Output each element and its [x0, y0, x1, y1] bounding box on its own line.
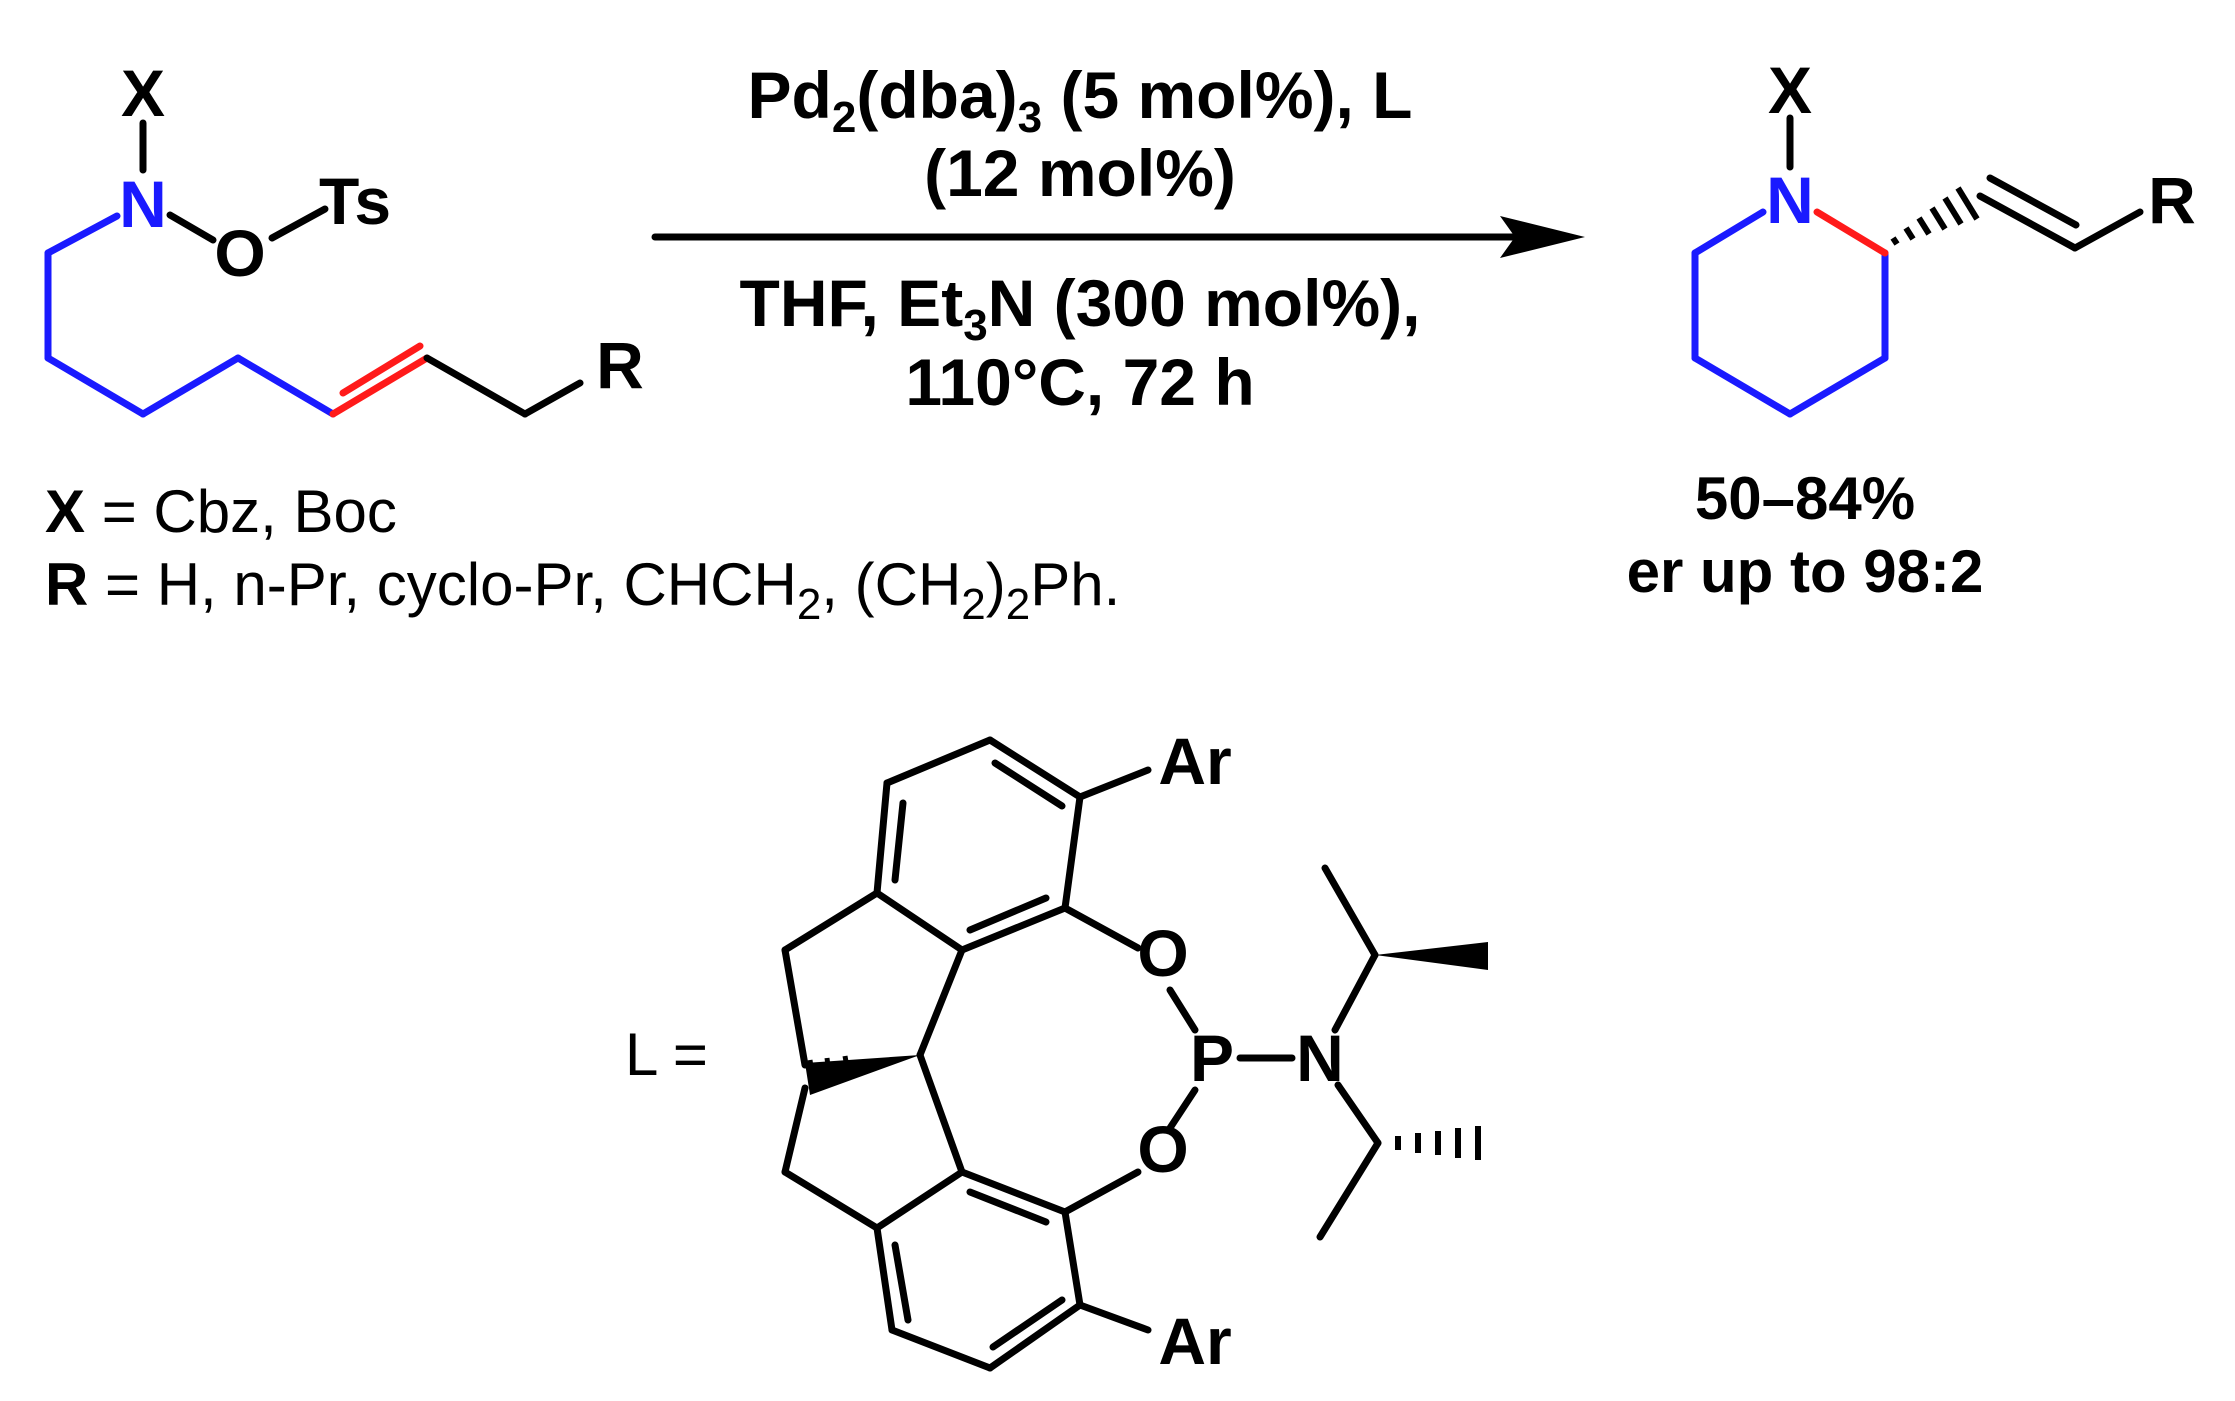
product-r-label: R [2148, 163, 2196, 237]
bold-wedge-bond [805, 1055, 920, 1095]
conditions-line-1: Pd2(dba)3 (5 mol%), L [748, 58, 1413, 142]
hashed-wedge-bond-isopropyl [1395, 1126, 1481, 1160]
ligand-ar-bottom-label: Ar [1158, 1304, 1231, 1378]
ligand-o-top-label: O [1137, 916, 1188, 990]
reactant-r-label: R [596, 328, 644, 402]
r-definition: R = H, n-Pr, cyclo-Pr, CHCH2, (CH2)2Ph. [45, 551, 1120, 629]
hashed-wedge-bond [1890, 186, 1980, 246]
yield-range: 50–84% [1695, 465, 1915, 532]
reactant-x-label: X [121, 56, 165, 130]
reactant-n-label: N [119, 167, 167, 241]
reactant-structure: X N O Ts R [44, 56, 644, 418]
product-n-label: N [1766, 163, 1814, 237]
conditions-line-4: 110°C, 72 h [905, 345, 1254, 419]
ligand-label: L = [625, 1021, 708, 1088]
ligand-o-bottom-label: O [1137, 1112, 1188, 1186]
product-structure: X N R [1691, 53, 2196, 418]
x-definition: X = Cbz, Boc [45, 478, 397, 545]
ligand-ar-top-label: Ar [1158, 724, 1231, 798]
reaction-arrow [651, 216, 1585, 258]
ligand-p-label: P [1190, 1021, 1234, 1095]
product-x-label: X [1768, 53, 1812, 127]
bold-wedge-bond-isopropyl [1375, 942, 1488, 970]
reaction-conditions: Pd2(dba)3 (5 mol%), L (12 mol%) THF, Et3… [740, 58, 1421, 419]
ligand-structure: L = [625, 724, 1488, 1378]
reactant-ts-label: Ts [319, 164, 391, 238]
conditions-line-3: THF, Et3N (300 mol%), [740, 266, 1421, 350]
reactant-o-label: O [214, 216, 265, 290]
conditions-line-2: (12 mol%) [924, 136, 1236, 210]
substituent-definitions: X = Cbz, Boc R = H, n-Pr, cyclo-Pr, CHCH… [45, 478, 1120, 629]
product-results: 50–84% er up to 98:2 [1627, 465, 1984, 605]
enantiomeric-ratio: er up to 98:2 [1627, 538, 1984, 605]
